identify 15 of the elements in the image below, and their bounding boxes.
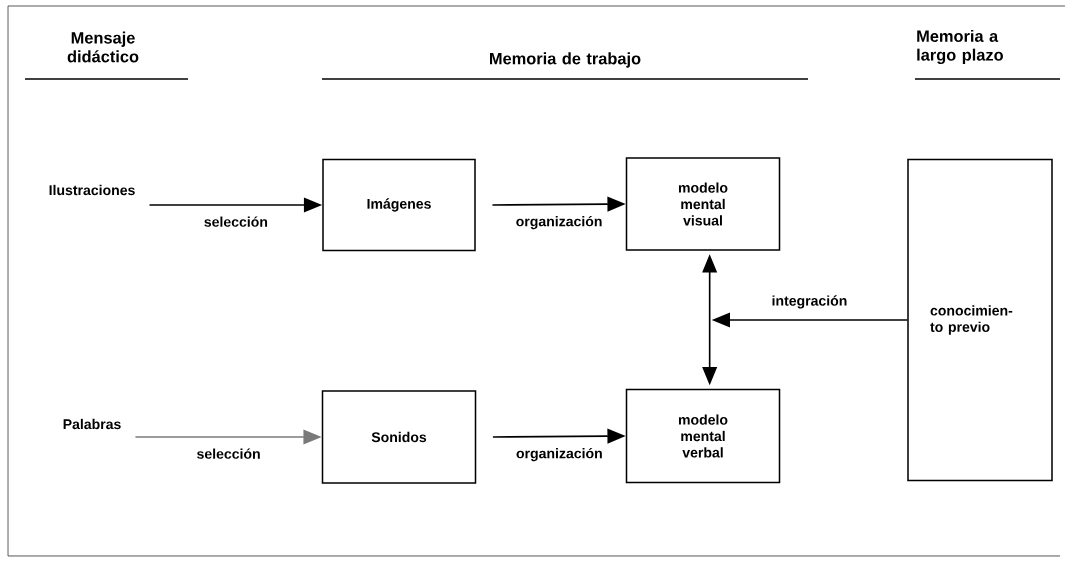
edge-label: selección	[204, 216, 268, 227]
column-heading: Mensaje didáctico	[67, 31, 139, 63]
column-heading: Memoria a largo plazo	[917, 29, 1003, 65]
memory-box: conocimien- to previo	[907, 158, 1053, 482]
edge-label: selección	[197, 448, 260, 459]
edge-label: integración	[772, 295, 847, 309]
input-label: Palabras	[63, 418, 121, 430]
edge-label: organización	[516, 215, 602, 230]
process-box: modelo mental verbal	[625, 388, 781, 484]
process-box: Sonidos	[321, 390, 477, 484]
column-heading: Memoria de trabajo	[490, 52, 641, 68]
process-box: Imágenes	[322, 158, 476, 252]
input-label: Ilustraciones	[49, 184, 135, 196]
edge-label: organización	[516, 447, 602, 462]
process-box: modelo mental visual	[625, 157, 781, 251]
